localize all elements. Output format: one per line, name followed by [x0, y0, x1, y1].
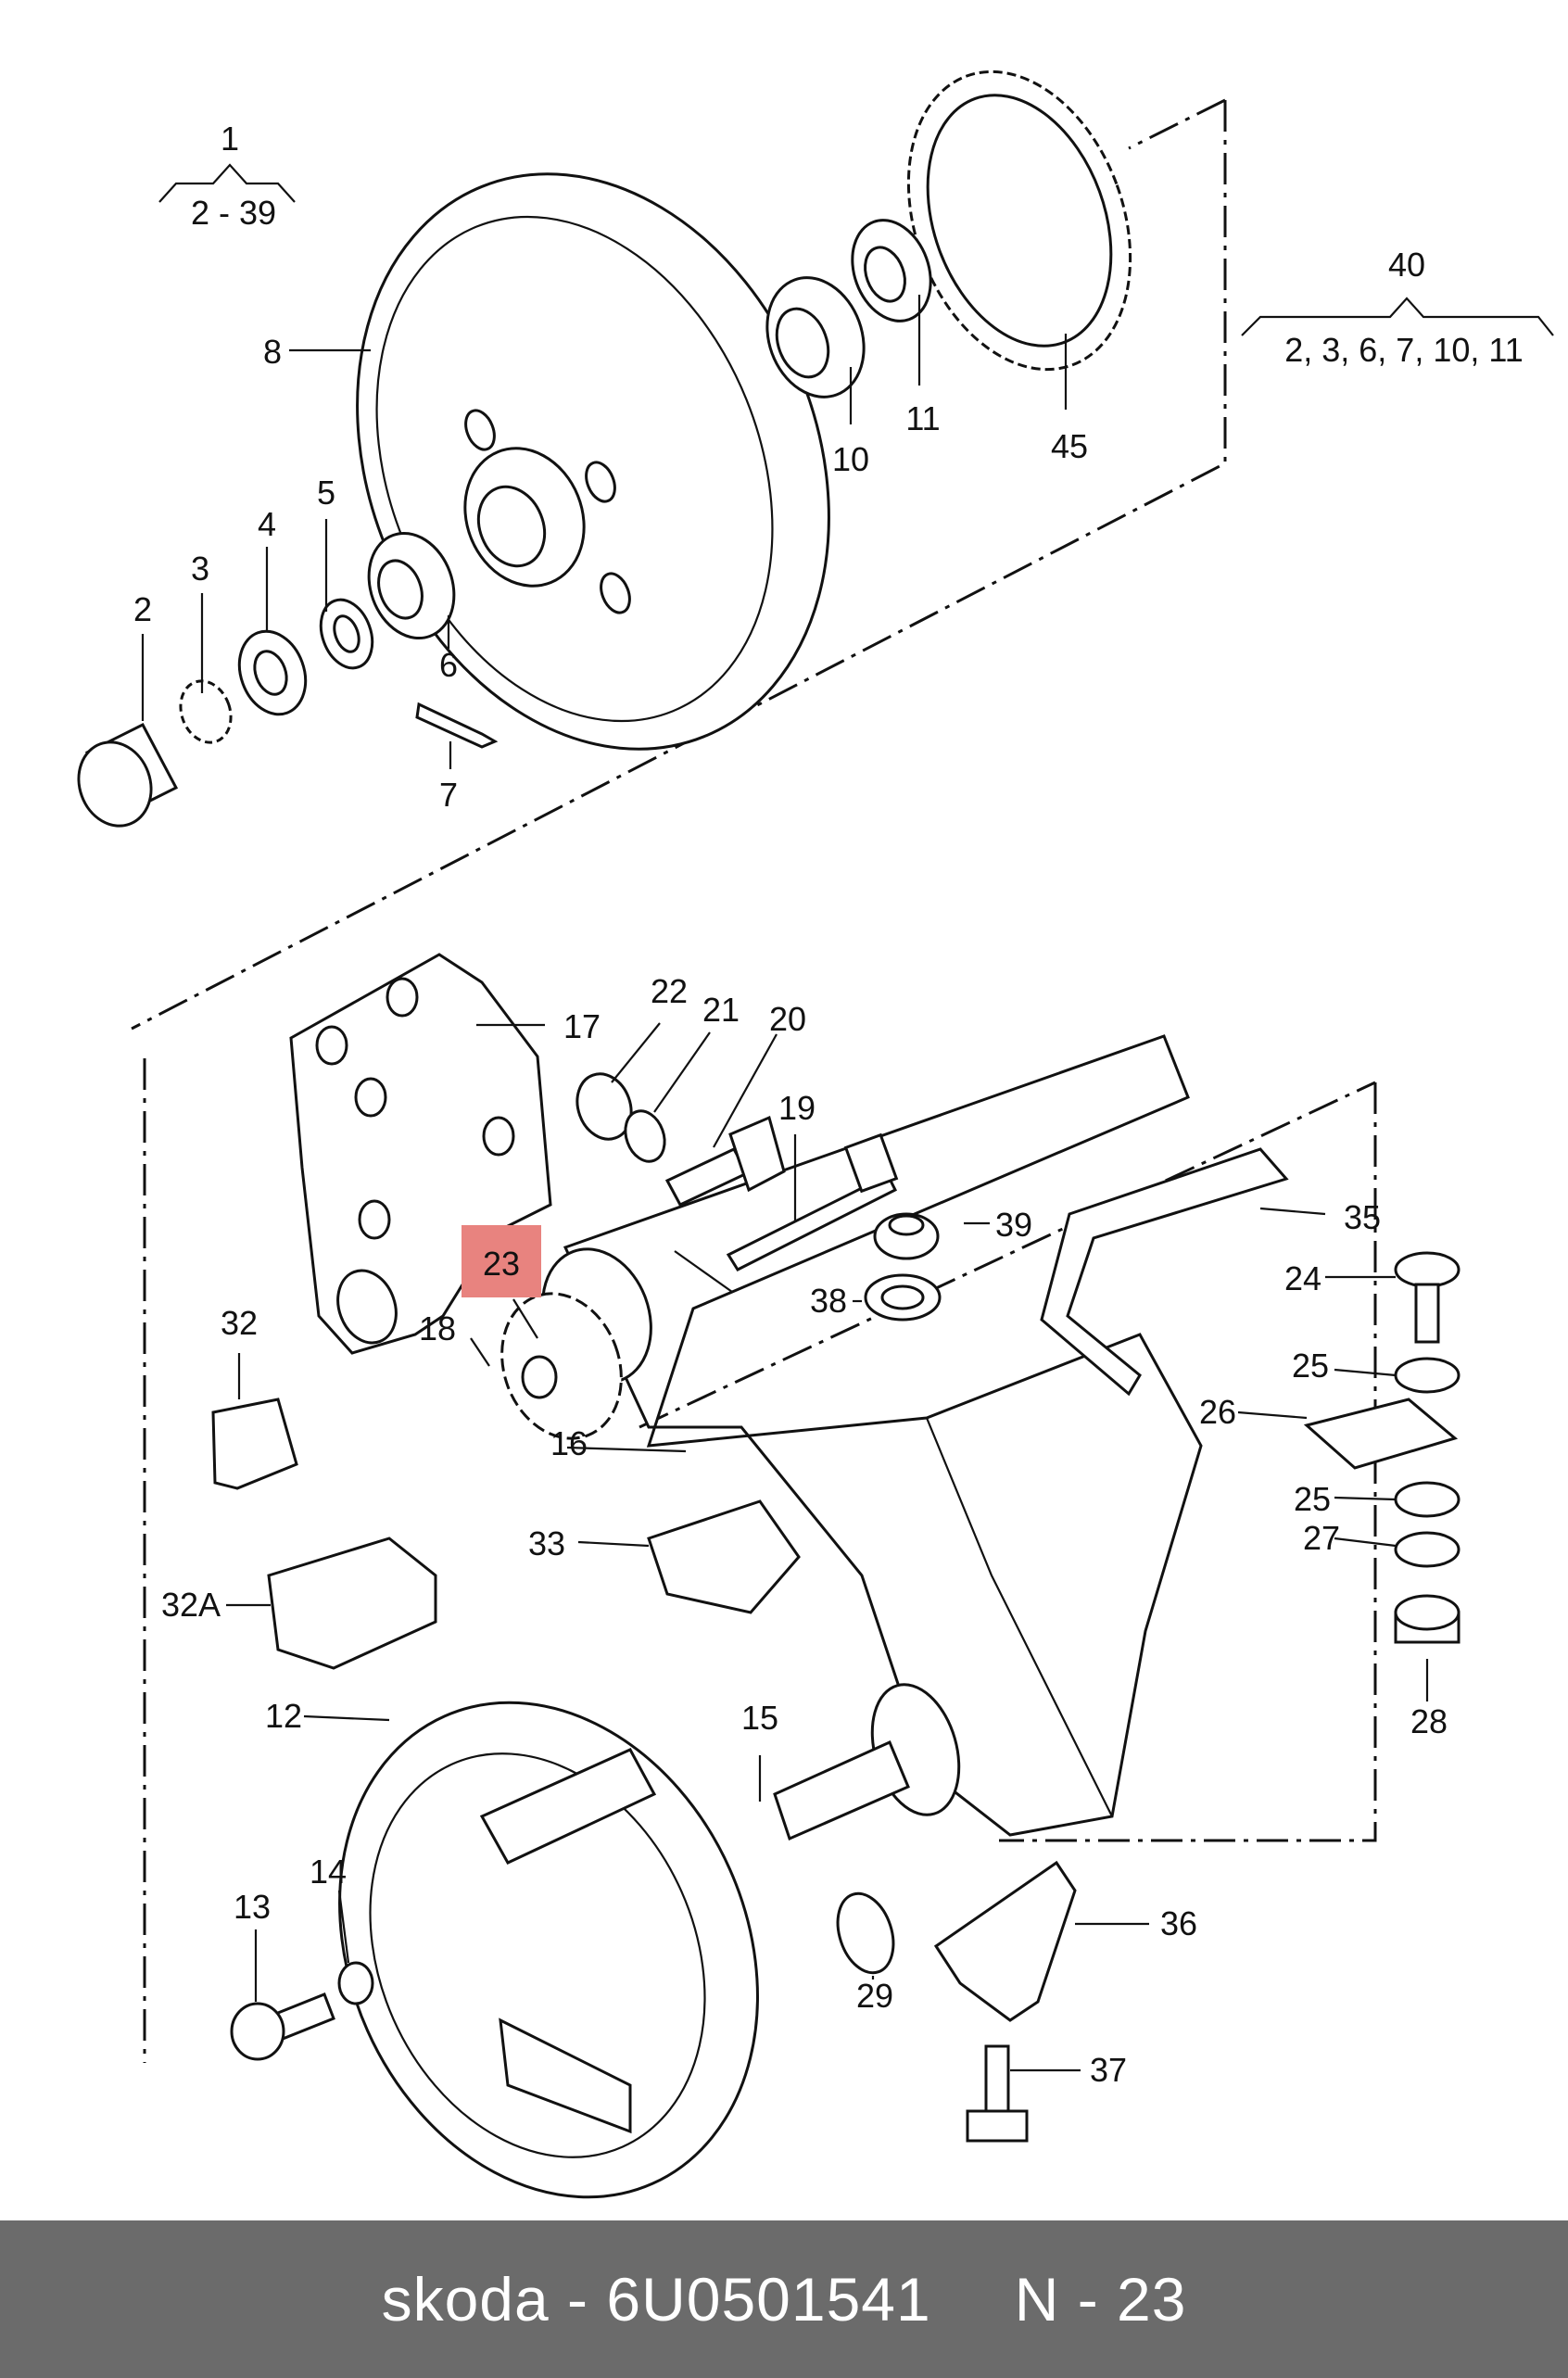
group-40-parts: 2, 3, 6, 7, 10, 11: [1284, 331, 1524, 369]
callout-22: 22: [651, 972, 688, 1010]
callout-11: 11: [905, 399, 940, 437]
footer-bar: skoda - 6U0501541 N - 23: [0, 2220, 1568, 2378]
nut-28: [1394, 1594, 1461, 1644]
brake-backplate: [338, 1701, 759, 2199]
leader-lines: [141, 295, 1429, 2072]
bolt-19: [726, 1132, 899, 1271]
callout-2: 2: [133, 590, 152, 628]
callout-45: 45: [1051, 427, 1088, 465]
callout-17: 17: [563, 1007, 601, 1045]
highlighted-callout-23: 23: [462, 1225, 541, 1297]
group-boundaries: [131, 98, 1377, 2063]
group-1-number: 1: [221, 120, 239, 158]
footer-position: N - 23: [1014, 2265, 1187, 2334]
callout-18: 18: [419, 1309, 456, 1347]
cover-36: [933, 1860, 1077, 2022]
ring-38: [864, 1273, 942, 1322]
callout-36: 36: [1160, 1904, 1197, 1942]
callout-14: 14: [310, 1853, 347, 1891]
inner-bearing: [367, 531, 456, 640]
callout-21: 21: [702, 991, 740, 1029]
footer-separator: -: [567, 2265, 589, 2334]
washer-14: [337, 1961, 374, 2005]
hub-nut: [237, 629, 308, 716]
callout-28: 28: [1410, 1702, 1448, 1740]
group-40-number: 40: [1388, 246, 1425, 284]
clip-26: [1303, 1398, 1459, 1470]
locking-ring: [179, 679, 233, 744]
callout-6: 6: [439, 646, 458, 684]
callout-20: 20: [769, 1000, 806, 1038]
nut-39: [873, 1212, 940, 1260]
bolt-13: [230, 1992, 335, 2061]
washer-25-upper: [1394, 1357, 1461, 1394]
callout-32: 32: [221, 1304, 258, 1342]
callout-15: 15: [741, 1699, 778, 1737]
footer-part-number: 6U0501541: [606, 2265, 931, 2334]
hex-bolt-24: [1394, 1251, 1461, 1344]
outer-bearing: [765, 276, 866, 398]
callout-33: 33: [528, 1524, 565, 1562]
callout-4: 4: [258, 505, 276, 543]
callout-13: 13: [234, 1888, 271, 1926]
callout-35: 35: [1344, 1198, 1381, 1236]
callout-labels: 2 3 4 5 6 7 8 10 11 45 12 13 14 15 16 17…: [133, 333, 1448, 2089]
callout-38: 38: [810, 1282, 847, 1320]
torsion-bar: [1040, 1147, 1289, 1397]
spring-washer-27: [1394, 1531, 1461, 1568]
callout-39: 39: [995, 1206, 1032, 1244]
callout-29: 29: [856, 1977, 893, 2015]
callout-23: 23: [483, 1245, 520, 1283]
callout-16: 16: [550, 1424, 588, 1462]
dust-cap: [77, 723, 179, 828]
callout-19: 19: [778, 1089, 816, 1127]
stub-axle: [773, 1683, 961, 1841]
group-1-heading: 1 2 - 39: [158, 120, 296, 232]
callout-25-upper: 25: [1292, 1347, 1329, 1385]
callout-32a: 32A: [161, 1586, 221, 1624]
footer-brand: skoda: [381, 2265, 550, 2334]
callout-3: 3: [191, 550, 209, 588]
callout-24: 24: [1284, 1259, 1321, 1297]
callout-5: 5: [317, 474, 335, 512]
bracket-33: [647, 1499, 801, 1614]
seal-ring: [851, 219, 932, 323]
callout-12: 12: [265, 1697, 302, 1735]
abs-sensor-ring: [906, 70, 1132, 372]
washers-21-22: [575, 1072, 666, 1163]
group-40-heading: 40 2, 3, 6, 7, 10, 11: [1241, 246, 1554, 369]
footer-title: skoda - 6U0501541 N - 23: [382, 2264, 1187, 2334]
washer-25-lower: [1394, 1481, 1461, 1518]
bolt-20: [664, 1115, 786, 1207]
clip-32: [211, 1398, 298, 1490]
callout-37: 37: [1090, 2051, 1127, 2089]
brake-drum: [356, 172, 830, 751]
callout-7: 7: [439, 776, 458, 814]
seal-29: [836, 1891, 895, 1975]
callout-8: 8: [263, 333, 282, 371]
axle-beam: [563, 1034, 1203, 1837]
callout-27: 27: [1303, 1519, 1340, 1557]
bolt-37: [966, 2044, 1029, 2143]
callout-25-lower: 25: [1294, 1480, 1331, 1518]
mounting-bracket: [289, 953, 552, 1355]
split-pin: [415, 702, 499, 749]
callout-26: 26: [1199, 1393, 1236, 1431]
clip-32a: [267, 1537, 437, 1670]
parts-diagram: 1 2 - 39 40 2, 3, 6, 7, 10, 11: [77, 70, 1554, 2199]
thrust-washer: [319, 598, 374, 670]
callout-10: 10: [832, 440, 869, 478]
group-1-range: 2 - 39: [191, 194, 276, 232]
